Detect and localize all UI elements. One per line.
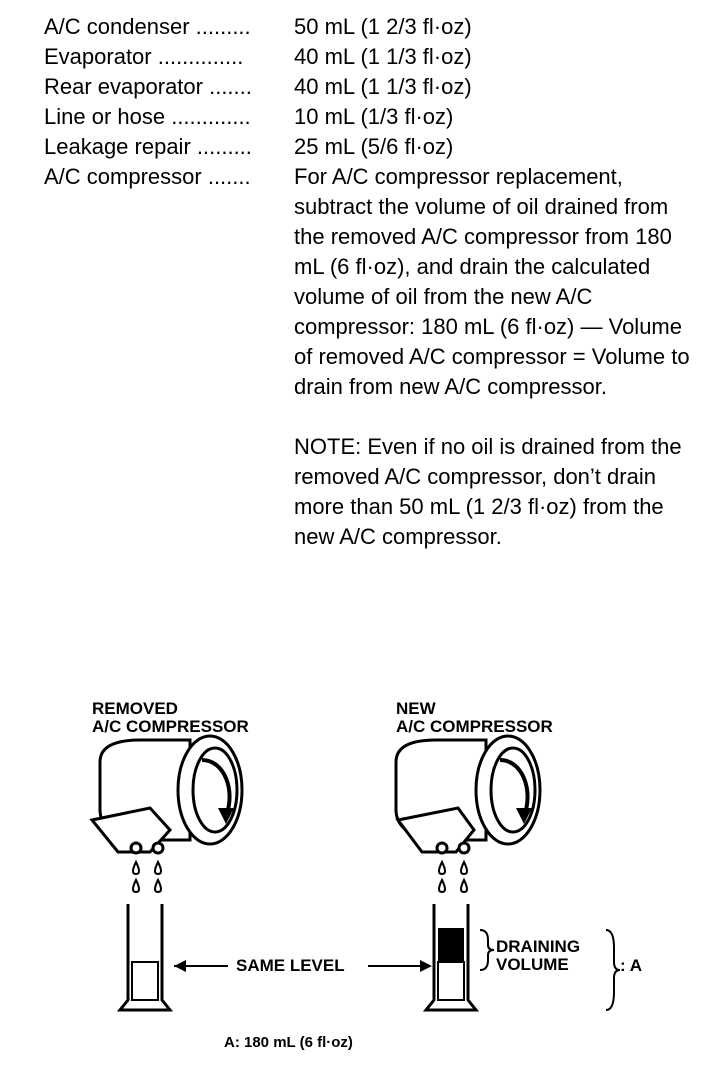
oil-draining-diagram: REMOVED A/C COMPRESSOR NEW A/C COMPRESSO…	[0, 690, 704, 1080]
draining-brace-icon	[479, 929, 495, 971]
spec-dots: ..............	[151, 44, 244, 69]
spec-label: Line or hose	[44, 104, 166, 129]
spec-value: 40 mL (1 1/3 fl·oz)	[294, 74, 472, 99]
diagram-graphic	[89, 734, 621, 1012]
spec-label: Rear evaporator	[44, 74, 203, 99]
spec-label: Evaporator	[44, 44, 152, 69]
compressor-instructions: subtract the volume of oil drained from …	[294, 192, 694, 552]
new-compressor-icon	[394, 734, 542, 855]
spec-dots: .......	[201, 164, 251, 189]
total-brace-icon	[605, 929, 621, 1011]
spec-row-line-hose: Line or hose ............. 10 mL (1/3 fl…	[44, 102, 623, 132]
oil-drops-icon	[438, 859, 468, 894]
spec-label: Leakage repair	[44, 134, 191, 159]
spec-row-evaporator: Evaporator .............. 40 mL (1 1/3 f…	[44, 42, 623, 72]
spec-dots: .........	[189, 14, 251, 39]
same-level-label: SAME LEVEL	[236, 956, 345, 975]
new-compressor-title: NEW A/C COMPRESSOR	[396, 699, 553, 736]
rotation-arrow-icon	[201, 758, 234, 824]
spec-value: For A/C compressor replacement,	[294, 164, 623, 189]
removed-measuring-cylinder-icon	[116, 904, 174, 1012]
oil-drops-icon	[132, 859, 162, 894]
same-level-arrow-left-icon	[174, 960, 228, 972]
spec-row-condenser: A/C condenser ......... 50 mL (1 2/3 fl·…	[44, 12, 623, 42]
note-text: NOTE: Even if no oil is drained from the…	[294, 434, 682, 549]
spec-value: 10 mL (1/3 fl·oz)	[294, 104, 454, 129]
compressor-replacement-text: subtract the volume of oil drained from …	[294, 194, 690, 399]
spec-dots: .......	[202, 74, 252, 99]
oil-capacity-table: A/C condenser ......... 50 mL (1 2/3 fl·…	[44, 12, 623, 192]
spec-label: A/C condenser	[44, 14, 190, 39]
spec-value: 25 mL (5/6 fl·oz)	[294, 134, 454, 159]
removed-compressor-icon	[89, 734, 244, 855]
a-label: : A	[620, 956, 643, 975]
spec-row-leakage-repair: Leakage repair ......... 25 mL (5/6 fl·o…	[44, 132, 623, 162]
figure-caption: A: 180 mL (6 fl·oz)	[224, 1034, 353, 1051]
rotation-arrow-icon	[499, 758, 532, 824]
spec-row-compressor: A/C compressor ....... For A/C compresso…	[44, 162, 623, 192]
removed-compressor-title: REMOVED A/C COMPRESSOR	[92, 699, 249, 736]
spec-dots: .........	[190, 134, 252, 159]
spec-value: 50 mL (1 2/3 fl·oz)	[294, 14, 472, 39]
spec-value: 40 mL (1 1/3 fl·oz)	[294, 44, 472, 69]
spec-label: A/C compressor	[44, 164, 202, 189]
same-level-arrow-right-icon	[368, 960, 432, 972]
new-measuring-cylinder-icon	[422, 904, 480, 1012]
spec-dots: .............	[165, 104, 251, 129]
spec-row-rear-evaporator: Rear evaporator ....... 40 mL (1 1/3 fl·…	[44, 72, 623, 102]
draining-volume-fill	[438, 928, 464, 962]
draining-volume-label: DRAINING VOLUME	[496, 937, 581, 974]
